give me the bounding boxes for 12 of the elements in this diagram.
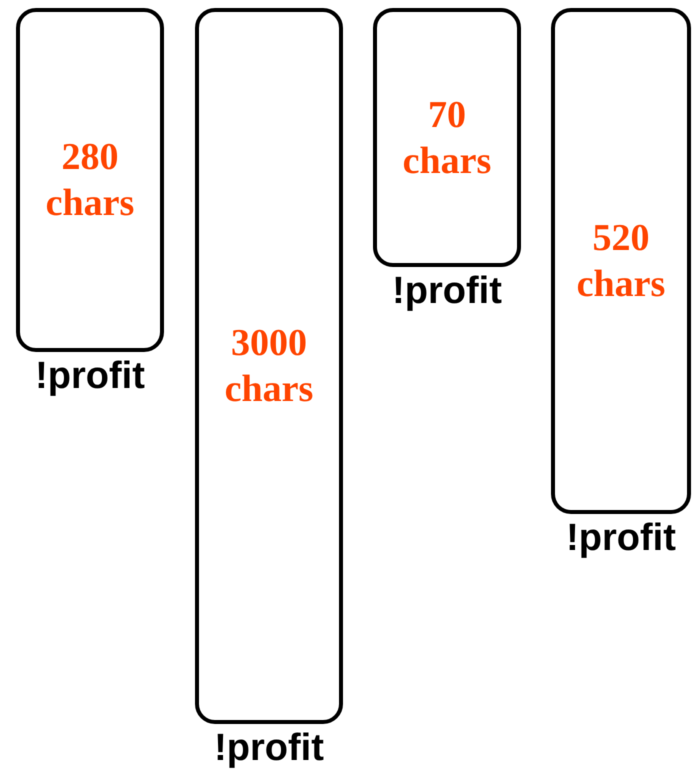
character-count: 70 chars [402, 92, 492, 184]
character-count: 280 chars [44, 135, 136, 226]
character-count: 3000 chars [224, 321, 314, 412]
caption-label: !profit [565, 516, 677, 560]
character-count: 520 chars [576, 216, 666, 307]
rounded-box [195, 8, 343, 724]
caption-label: !profit [391, 269, 503, 313]
caption-label: !profit [34, 354, 146, 398]
caption-label: !profit [213, 726, 325, 770]
rounded-box [551, 8, 691, 514]
rounded-box [373, 8, 521, 267]
rounded-box [16, 8, 164, 352]
